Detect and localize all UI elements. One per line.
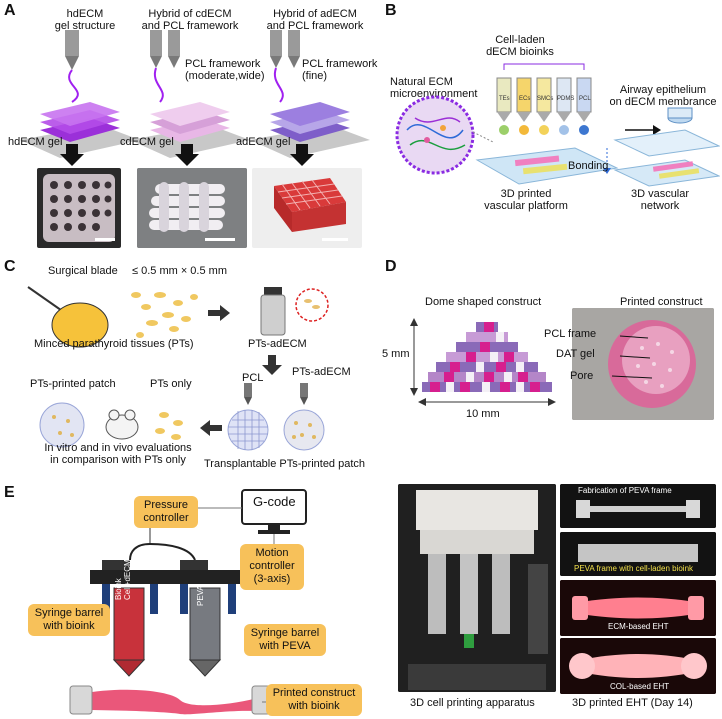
e-barrel-label-2: PEVA [196,585,205,606]
panel-letter-c: C [4,258,16,275]
a-col3-note: PCL framework (fine) [302,58,378,82]
c-eval-label: In vitro and in vivo evaluations in comp… [44,442,192,466]
e-printed-construct-box: Printed construct with bioink [266,684,362,716]
e-printer-illustration [69,489,307,715]
c-printed-patch: PTs-printed patch [30,378,116,390]
a-photo-hdecm [37,168,121,248]
e-eht-label: 3D printed EHT (Day 14) [572,697,693,709]
e-photo-col-eht [560,638,716,694]
a-photo-cdecm [137,168,247,248]
e-photo-ecm-eht [560,580,716,636]
b-network-label: 3D vascular network [630,188,690,212]
b-syringes [496,63,592,122]
b-syr-smc: SMCs [537,96,553,102]
b-platform-label: 3D printed vascular platform [484,188,568,212]
a-nozzle-2 [150,30,180,103]
e-col-eht-label: COL-based EHT [610,682,670,691]
a-gel3-label: adECM gel [236,136,291,148]
d-illustration [410,318,556,406]
c-pcl-label: PCL [242,372,264,384]
e-motion-box: Motion controller (3-axis) [240,544,304,590]
a-gel2-label: cdECM gel [120,136,174,148]
b-syr-te: TEs [499,96,510,102]
a-col2-note: PCL framework (moderate,wide) [185,58,265,82]
panel-letter-b: B [385,2,397,19]
d-pcl-frame: PCL frame [544,328,597,340]
c-minced-label: Minced parathyroid tissues (PTs) [34,338,194,350]
d-width-label: 10 mm [466,408,500,420]
a-col3-title: Hybrid of adECM and PCL framework [266,8,364,32]
panel-letter-a: A [4,2,16,19]
c-pts-adecm-mid: PTs-adECM [292,366,351,378]
e-bioink-box: Syringe barrel with bioink [28,604,110,636]
e-pressure-box: Pressure controller [134,496,198,528]
b-natural-ecm: Natural ECM microenvironment [390,76,478,100]
a-scale-bar-2 [205,238,235,241]
e-gcode-label: G-code [253,494,296,509]
b-syr-ec: ECs [519,96,530,102]
c-blade-label: Surgical blade [48,265,118,277]
b-bonding-label: Bonding [568,160,609,172]
e-apparatus-label: 3D cell printing apparatus [410,697,535,709]
c-illustration [27,286,329,451]
e-barrel-label-1: Bioink Cell+dECM [114,559,132,600]
e-photo-peva-cell [560,532,716,576]
e-peva-box: Syringe barrel with PEVA [244,624,326,656]
d-dome [422,322,552,392]
panel-letter-e: E [4,484,15,501]
b-syr-pdms: PDMS [557,96,574,102]
a-stage-3 [250,125,370,158]
d-pore: Pore [570,370,594,382]
a-gel1-label: hdECM gel [8,136,63,148]
d-height-label: 5 mm [382,348,410,360]
a-scaffold-1 [40,102,120,142]
e-photo-apparatus [398,484,556,692]
a-stage-1 [20,125,140,158]
c-size-label: ≤ 0.5 mm × 0.5 mm [132,265,227,277]
a-scale-bar-3 [322,238,348,241]
a-scale-bar-1 [95,238,115,241]
a-scaffold-3 [270,102,350,142]
d-printed-label: Printed construct [620,296,703,308]
b-airway-label: Airway epithelium on dECM membrance [609,84,717,108]
a-col2-title: Hybrid of cdECM and PCL framework [141,8,239,32]
d-dat-gel: DAT gel [556,348,595,360]
panel-letter-d: D [385,258,397,275]
a-nozzle-1 [65,30,79,103]
c-pts-only: PTs only [150,378,192,390]
e-peva-cell-label: PEVA frame with cell-laden bioink [574,564,694,573]
a-stage-2 [130,125,250,158]
e-fab-peva-label: Fabrication of PEVA frame [578,486,672,495]
c-transplantable: Transplantable PTs-printed patch [204,458,366,470]
a-photo-adecm [252,168,362,248]
e-ecm-eht-label: ECM-based EHT [608,622,669,631]
b-illustration: TEs ECs SMCs PDMS PCL [395,63,720,187]
d-photo-printed [572,308,714,420]
a-down-arrows [60,144,314,166]
a-nozzle-3 [270,30,300,103]
e-photo-fab-peva [560,484,716,528]
a-scaffold-2 [150,102,230,142]
b-bioinks-title: Cell-laden dECM bioinks [486,34,554,58]
b-syr-pcl: PCL [579,96,591,102]
d-dome-label: Dome shaped construct [425,296,542,308]
a-col1-title: hdECM gel structure [54,8,116,32]
b-ecm-circle [395,95,475,175]
c-pts-adecm-top: PTs-adECM [248,338,307,350]
a-printing-illustration [20,30,370,158]
